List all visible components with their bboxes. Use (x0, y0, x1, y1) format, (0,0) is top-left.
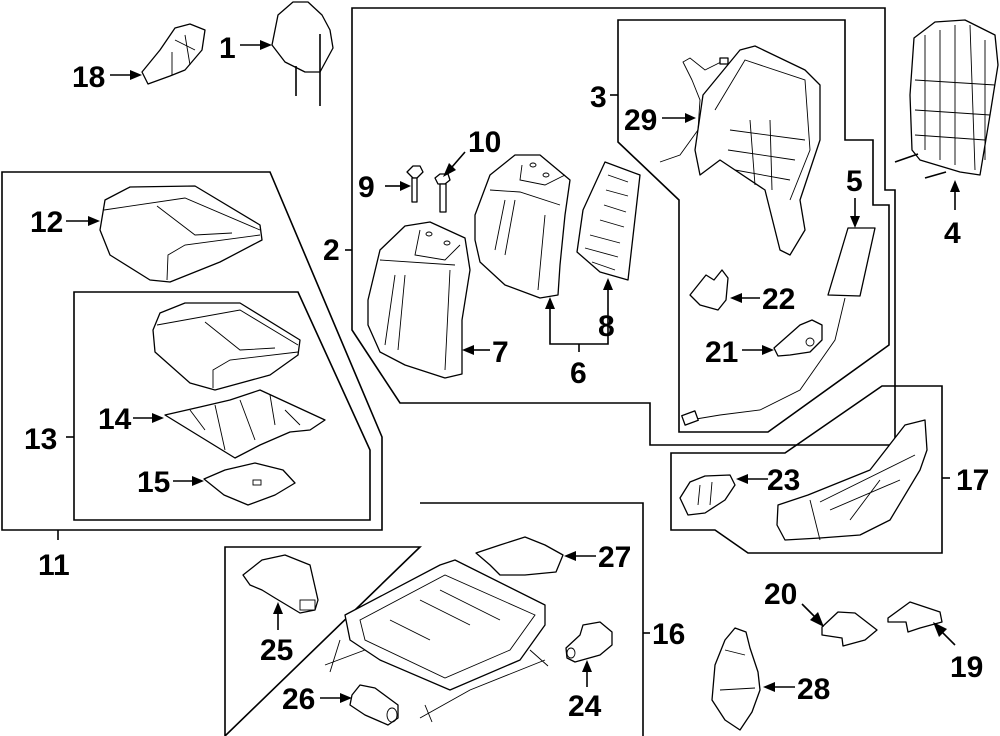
callout-19[interactable]: 19 (950, 651, 983, 684)
callout-26[interactable]: 26 (282, 683, 315, 716)
callout-6[interactable]: 6 (570, 357, 587, 390)
callout-7[interactable]: 7 (492, 336, 509, 369)
callout-8[interactable]: 8 (598, 310, 615, 343)
callout-13[interactable]: 13 (24, 423, 57, 456)
group-13-border (73, 291, 371, 521)
callout-12[interactable]: 12 (30, 206, 63, 239)
part-27-control-module[interactable] (475, 536, 564, 576)
part-23-seat-switch[interactable] (679, 474, 736, 516)
callout-11[interactable]: 11 (38, 549, 70, 582)
callout-24[interactable]: 24 (568, 690, 602, 723)
part-22-knob[interactable] (689, 269, 729, 311)
part-17-side-shield[interactable] (776, 419, 928, 541)
callout-20[interactable]: 20 (764, 578, 797, 611)
leader-arrows (66, 40, 960, 703)
part-19-track-cover[interactable] (887, 601, 943, 633)
part-9-headrest-guide[interactable] (406, 165, 424, 203)
callout-3[interactable]: 3 (590, 81, 607, 114)
part-28-recliner-motor[interactable] (711, 627, 761, 731)
part-15-heater-pad[interactable] (203, 462, 296, 506)
part-3-seat-back-frame[interactable] (694, 45, 821, 256)
part-18-headrest-trim[interactable] (141, 23, 206, 85)
part-26-motor[interactable] (349, 684, 399, 726)
part-21-switch[interactable] (773, 319, 823, 357)
group-17-border (670, 385, 943, 554)
callout-1[interactable]: 1 (219, 32, 236, 65)
group-11-border (1, 171, 383, 531)
callout-23[interactable]: 23 (767, 464, 800, 497)
part-13-cushion-pad[interactable] (152, 302, 301, 391)
callout-10[interactable]: 10 (468, 126, 501, 159)
group-3-border (617, 19, 890, 433)
callout-27[interactable]: 27 (598, 541, 631, 574)
part-10-headrest-guide[interactable] (434, 173, 451, 213)
part-6-seat-back-cushion[interactable] (474, 154, 571, 299)
callout-14[interactable]: 14 (98, 403, 132, 436)
part-14-occupant-sensor[interactable] (164, 389, 326, 459)
part-8-lumbar-support[interactable] (576, 161, 641, 281)
part-24-motor[interactable] (565, 621, 613, 663)
part-5-side-airbag[interactable] (681, 227, 876, 426)
callout-28[interactable]: 28 (797, 673, 830, 706)
part-25-motor[interactable] (242, 554, 319, 614)
part-7-seat-back-cover[interactable] (367, 221, 471, 379)
callout-22[interactable]: 22 (762, 283, 795, 316)
callout-9[interactable]: 9 (358, 171, 375, 204)
callout-4[interactable]: 4 (944, 217, 961, 250)
part-4-seat-back-panel[interactable] (894, 19, 999, 179)
callout-21[interactable]: 21 (705, 336, 738, 369)
callout-25[interactable]: 25 (260, 634, 293, 667)
group-2-border (351, 7, 896, 446)
part-20-track-cover[interactable] (821, 611, 878, 647)
callout-29[interactable]: 29 (624, 104, 657, 137)
callout-17[interactable]: 17 (956, 464, 989, 497)
callout-5[interactable]: 5 (846, 165, 863, 198)
seat-track-frame[interactable] (324, 559, 549, 723)
callout-16[interactable]: 16 (652, 618, 685, 651)
group-16-border (224, 502, 644, 736)
callout-2[interactable]: 2 (323, 234, 340, 267)
part-12-seat-cushion-cover[interactable] (99, 185, 263, 283)
callout-18[interactable]: 18 (72, 61, 105, 94)
part-1-headrest[interactable] (271, 1, 334, 106)
callout-15[interactable]: 15 (137, 466, 170, 499)
